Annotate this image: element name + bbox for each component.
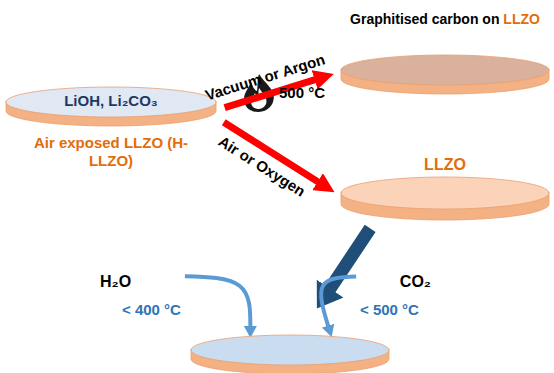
disc-top-face: [6, 87, 216, 117]
disc-top-face: [191, 335, 389, 365]
disc-outline: [340, 176, 550, 220]
process-condition: Air or Oxygen: [215, 133, 308, 200]
chemical-formula: H₂O: [100, 272, 181, 291]
disc-outline: [190, 334, 390, 373]
reactant-label: H₂O < 400 °C: [100, 272, 181, 319]
disc-top-face: [341, 55, 549, 85]
temperature-label: < 500 °C: [360, 301, 419, 319]
disc-heading: LLZO: [424, 155, 466, 174]
sample-disc: Graphitised carbon on LLZO: [340, 54, 550, 94]
reactant-label: CO₂ < 500 °C: [360, 272, 431, 319]
sample-disc: [190, 334, 390, 373]
disc-heading: Graphitised carbon on LLZO: [350, 11, 540, 28]
chemical-formula: CO₂: [360, 272, 431, 291]
disc-top-face: [341, 177, 549, 209]
disc-label: LiOH, Li₂CO₃: [5, 86, 217, 116]
sample-disc: LiOH, Li₂CO₃Air exposed LLZO (H-LLZO): [5, 86, 217, 126]
temperature-label: 500 °C: [279, 84, 325, 101]
disc-heading: Air exposed LLZO (H-LLZO): [31, 134, 191, 170]
curved-arrow: [185, 276, 250, 326]
disc-outline: [340, 54, 550, 94]
curved-arrow: [321, 277, 356, 327]
sample-disc: LLZO: [340, 176, 550, 220]
temperature-label: < 400 °C: [122, 301, 181, 319]
